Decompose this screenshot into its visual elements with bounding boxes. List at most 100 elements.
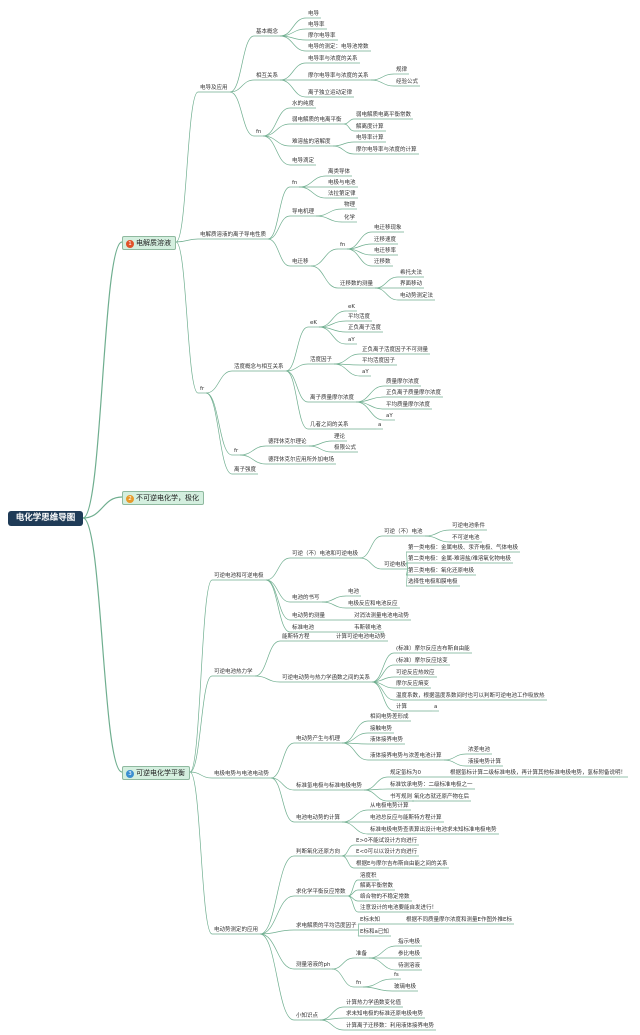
mindmap-node[interactable]: 经验公式 bbox=[396, 78, 419, 85]
mindmap-node[interactable]: E标和a已知 bbox=[360, 928, 389, 935]
mindmap-node[interactable]: 根据不同质量摩尔浓度和测量E作图外推E标 bbox=[406, 916, 512, 923]
mindmap-node[interactable]: aY bbox=[362, 368, 369, 375]
mindmap-node[interactable]: 水的纯度 bbox=[292, 100, 315, 107]
mindmap-node[interactable]: 标准电池 bbox=[292, 624, 315, 631]
mindmap-node[interactable]: 接触电势 bbox=[370, 725, 393, 732]
mindmap-node[interactable]: 电动势测定的应用 bbox=[214, 926, 259, 933]
mindmap-node[interactable]: 可逆（不）电池和可逆电极 bbox=[292, 550, 359, 557]
mindmap-node[interactable]: 根据E与摩尔吉布斯自由能之间的关系 bbox=[356, 860, 448, 867]
mindmap-node[interactable]: 韦斯顿电池 bbox=[354, 624, 382, 631]
mindmap-node[interactable]: 活度因子 bbox=[310, 356, 333, 363]
mindmap-node[interactable]: 液接电势计算 bbox=[468, 758, 502, 765]
mindmap-node[interactable]: 电导及应用 bbox=[200, 84, 228, 91]
mindmap-node[interactable]: 电迁移 bbox=[292, 258, 309, 265]
mindmap-node[interactable]: 标准电极电势查表算出设计电池求未知标准电极电势 bbox=[370, 826, 497, 833]
mindmap-node[interactable]: 电导率 bbox=[308, 21, 325, 28]
mindmap-node[interactable]: 求电解质的平均活度因子 bbox=[296, 922, 357, 929]
mindmap-node[interactable]: 可逆电动势与热力学函数之间的关系 bbox=[282, 674, 371, 681]
mindmap-node[interactable]: 标准氢电极与标准电极电势 bbox=[296, 782, 363, 789]
mindmap-node[interactable]: fn bbox=[356, 979, 362, 986]
mindmap-node[interactable]: 标准饮承电势：二级标准电极之一 bbox=[390, 781, 473, 788]
mindmap-node[interactable]: 电迁移现象 bbox=[374, 224, 402, 231]
mindmap-node[interactable]: 迁移速度 bbox=[374, 236, 397, 243]
mindmap-node[interactable]: 难溶盐的溶解度 bbox=[292, 138, 331, 145]
mindmap-node[interactable]: 摩尔电导率 bbox=[308, 32, 336, 39]
mindmap-node[interactable]: 弱电解质电离平衡常数 bbox=[356, 111, 412, 118]
mindmap-node[interactable]: E>0不能试设计方向进行 bbox=[356, 837, 418, 844]
mindmap-node[interactable]: 德拜休克尔理论 bbox=[268, 438, 307, 445]
mindmap-node[interactable]: 电解质溶液的离子导电性质 bbox=[200, 231, 267, 238]
mindmap-node[interactable]: 液体接界电势与浓差电池计算 bbox=[370, 752, 442, 759]
mindmap-node[interactable]: a bbox=[434, 703, 438, 710]
mindmap-node[interactable]: 指示电极 bbox=[398, 938, 421, 945]
mindmap-node[interactable]: 计算热力学函数变化值 bbox=[346, 999, 402, 1006]
mindmap-node[interactable]: 规定氢标为0 bbox=[390, 769, 421, 776]
mindmap-node[interactable]: fr bbox=[234, 447, 239, 454]
mindmap-node[interactable]: 注意设计的电池要能自发进行！ bbox=[360, 904, 438, 911]
mindmap-node[interactable]: 电导的测定：电导池常数 bbox=[308, 43, 369, 50]
mindmap-node[interactable]: 计算可逆电池电动势 bbox=[336, 633, 386, 640]
mindmap-node[interactable]: 物理 bbox=[344, 201, 356, 208]
mindmap-node[interactable]: 离子质量摩尔浓度 bbox=[310, 394, 355, 401]
mindmap-node[interactable]: 求化学平衡反应常数 bbox=[296, 888, 346, 895]
mindmap-node[interactable]: fn bbox=[292, 179, 298, 186]
mindmap-node[interactable]: eK bbox=[310, 319, 317, 326]
mindmap-node[interactable]: 迁移数的测量 bbox=[340, 280, 374, 287]
mindmap-node[interactable]: 电动势测定法 bbox=[400, 292, 434, 299]
mindmap-node[interactable]: fr bbox=[200, 385, 205, 392]
mindmap-node[interactable]: 电导滴定 bbox=[292, 157, 315, 164]
mindmap-node[interactable]: 小知识点 bbox=[296, 1012, 319, 1019]
mindmap-node[interactable]: 第一类电极：金属电极、汞齐电极、气体电极 bbox=[408, 544, 519, 551]
mindmap-node[interactable]: 摩尔电导率与浓度的关系 bbox=[308, 72, 369, 79]
mindmap-node[interactable]: 德拜休克尔应用所外加电场 bbox=[268, 456, 335, 463]
mindmap-node[interactable]: 离子强度 bbox=[234, 466, 257, 473]
mindmap-node[interactable]: 几者之间的关系 bbox=[310, 421, 349, 428]
mindmap-node[interactable]: 求未知电极的标准还原电极电势 bbox=[346, 1010, 424, 1017]
mindmap-node[interactable]: 电导 bbox=[308, 10, 320, 17]
mindmap-node[interactable]: 可逆电池条件 bbox=[452, 522, 486, 529]
mindmap-node[interactable]: 规律 bbox=[396, 66, 408, 73]
mindmap-node[interactable]: aY bbox=[348, 336, 355, 343]
mindmap-node[interactable]: 解离平衡常数 bbox=[360, 882, 394, 889]
mindmap-node[interactable]: 不可逆电池 bbox=[452, 534, 480, 541]
mindmap-node[interactable]: aY bbox=[386, 412, 393, 419]
mindmap-node[interactable]: 迁移数 bbox=[374, 258, 391, 265]
mindmap-node[interactable]: 导电机理 bbox=[292, 208, 315, 215]
mindmap-node[interactable]: 溶度积 bbox=[360, 872, 377, 879]
mindmap-node[interactable]: eK bbox=[348, 303, 355, 310]
mindmap-node[interactable]: 计算离子迁移数：利用液体接界电势 bbox=[346, 1022, 435, 1029]
mindmap-node[interactable]: 解离度计算 bbox=[356, 123, 384, 130]
mindmap-node[interactable]: 可逆电池和可逆电极 bbox=[214, 572, 264, 579]
mindmap-node[interactable]: 相间电势差形成 bbox=[370, 713, 409, 720]
mindmap-node[interactable]: fs bbox=[394, 971, 399, 978]
mindmap-node[interactable]: 相互关系 bbox=[256, 72, 279, 79]
mindmap-node[interactable]: 可逆（不）电池 bbox=[384, 528, 423, 535]
mindmap-node[interactable]: 摩尔电导率与浓度的计算 bbox=[356, 146, 417, 153]
mindmap-node[interactable]: 络合物的不稳定常数 bbox=[360, 893, 410, 900]
mindmap-node[interactable]: 摩尔反应熵变 bbox=[396, 680, 430, 687]
mindmap-node[interactable]: 电动势产生与机理 bbox=[296, 735, 341, 742]
mindmap-node[interactable]: 书写规则 bbox=[390, 793, 413, 800]
mindmap-node[interactable]: 理论 bbox=[334, 433, 346, 440]
mindmap-node[interactable]: fn bbox=[256, 128, 262, 135]
mindmap-node[interactable]: a bbox=[378, 421, 382, 428]
mindmap-node[interactable]: 玻璃电极 bbox=[394, 983, 417, 990]
mindmap-node[interactable]: 极限公式 bbox=[334, 444, 357, 451]
mindmap-node[interactable]: fn bbox=[340, 241, 346, 248]
mindmap-node[interactable]: 正负离子活度 bbox=[348, 324, 382, 331]
mindmap-node[interactable]: 离子独立运动定律 bbox=[308, 89, 353, 96]
mindmap-node[interactable]: 离类导体 bbox=[328, 168, 351, 175]
mindmap-node[interactable]: 界面移动 bbox=[400, 280, 423, 287]
mindmap-node[interactable]: (标准）摩尔反应焓变 bbox=[396, 657, 448, 664]
mindmap-node[interactable]: 电极与电池 bbox=[328, 179, 356, 186]
mindmap-node[interactable]: 第二类电极：金属-难溶盐/难溶氧化物电极 bbox=[408, 555, 511, 562]
mindmap-node[interactable]: 参比电极 bbox=[398, 950, 421, 957]
mindmap-node[interactable]: 浓差电池 bbox=[468, 746, 491, 753]
mindmap-node[interactable]: 电池的书写 bbox=[292, 594, 320, 601]
mindmap-node[interactable]: 准备 bbox=[356, 950, 368, 957]
mindmap-node[interactable]: 可逆反应热效应 bbox=[396, 669, 435, 676]
mindmap-node[interactable]: 氧化态就还原产物在后 bbox=[414, 793, 470, 800]
mindmap-node[interactable]: 对消法测量电池电动势 bbox=[354, 612, 410, 619]
mindmap-node[interactable]: 从电极电势计算 bbox=[370, 802, 409, 809]
